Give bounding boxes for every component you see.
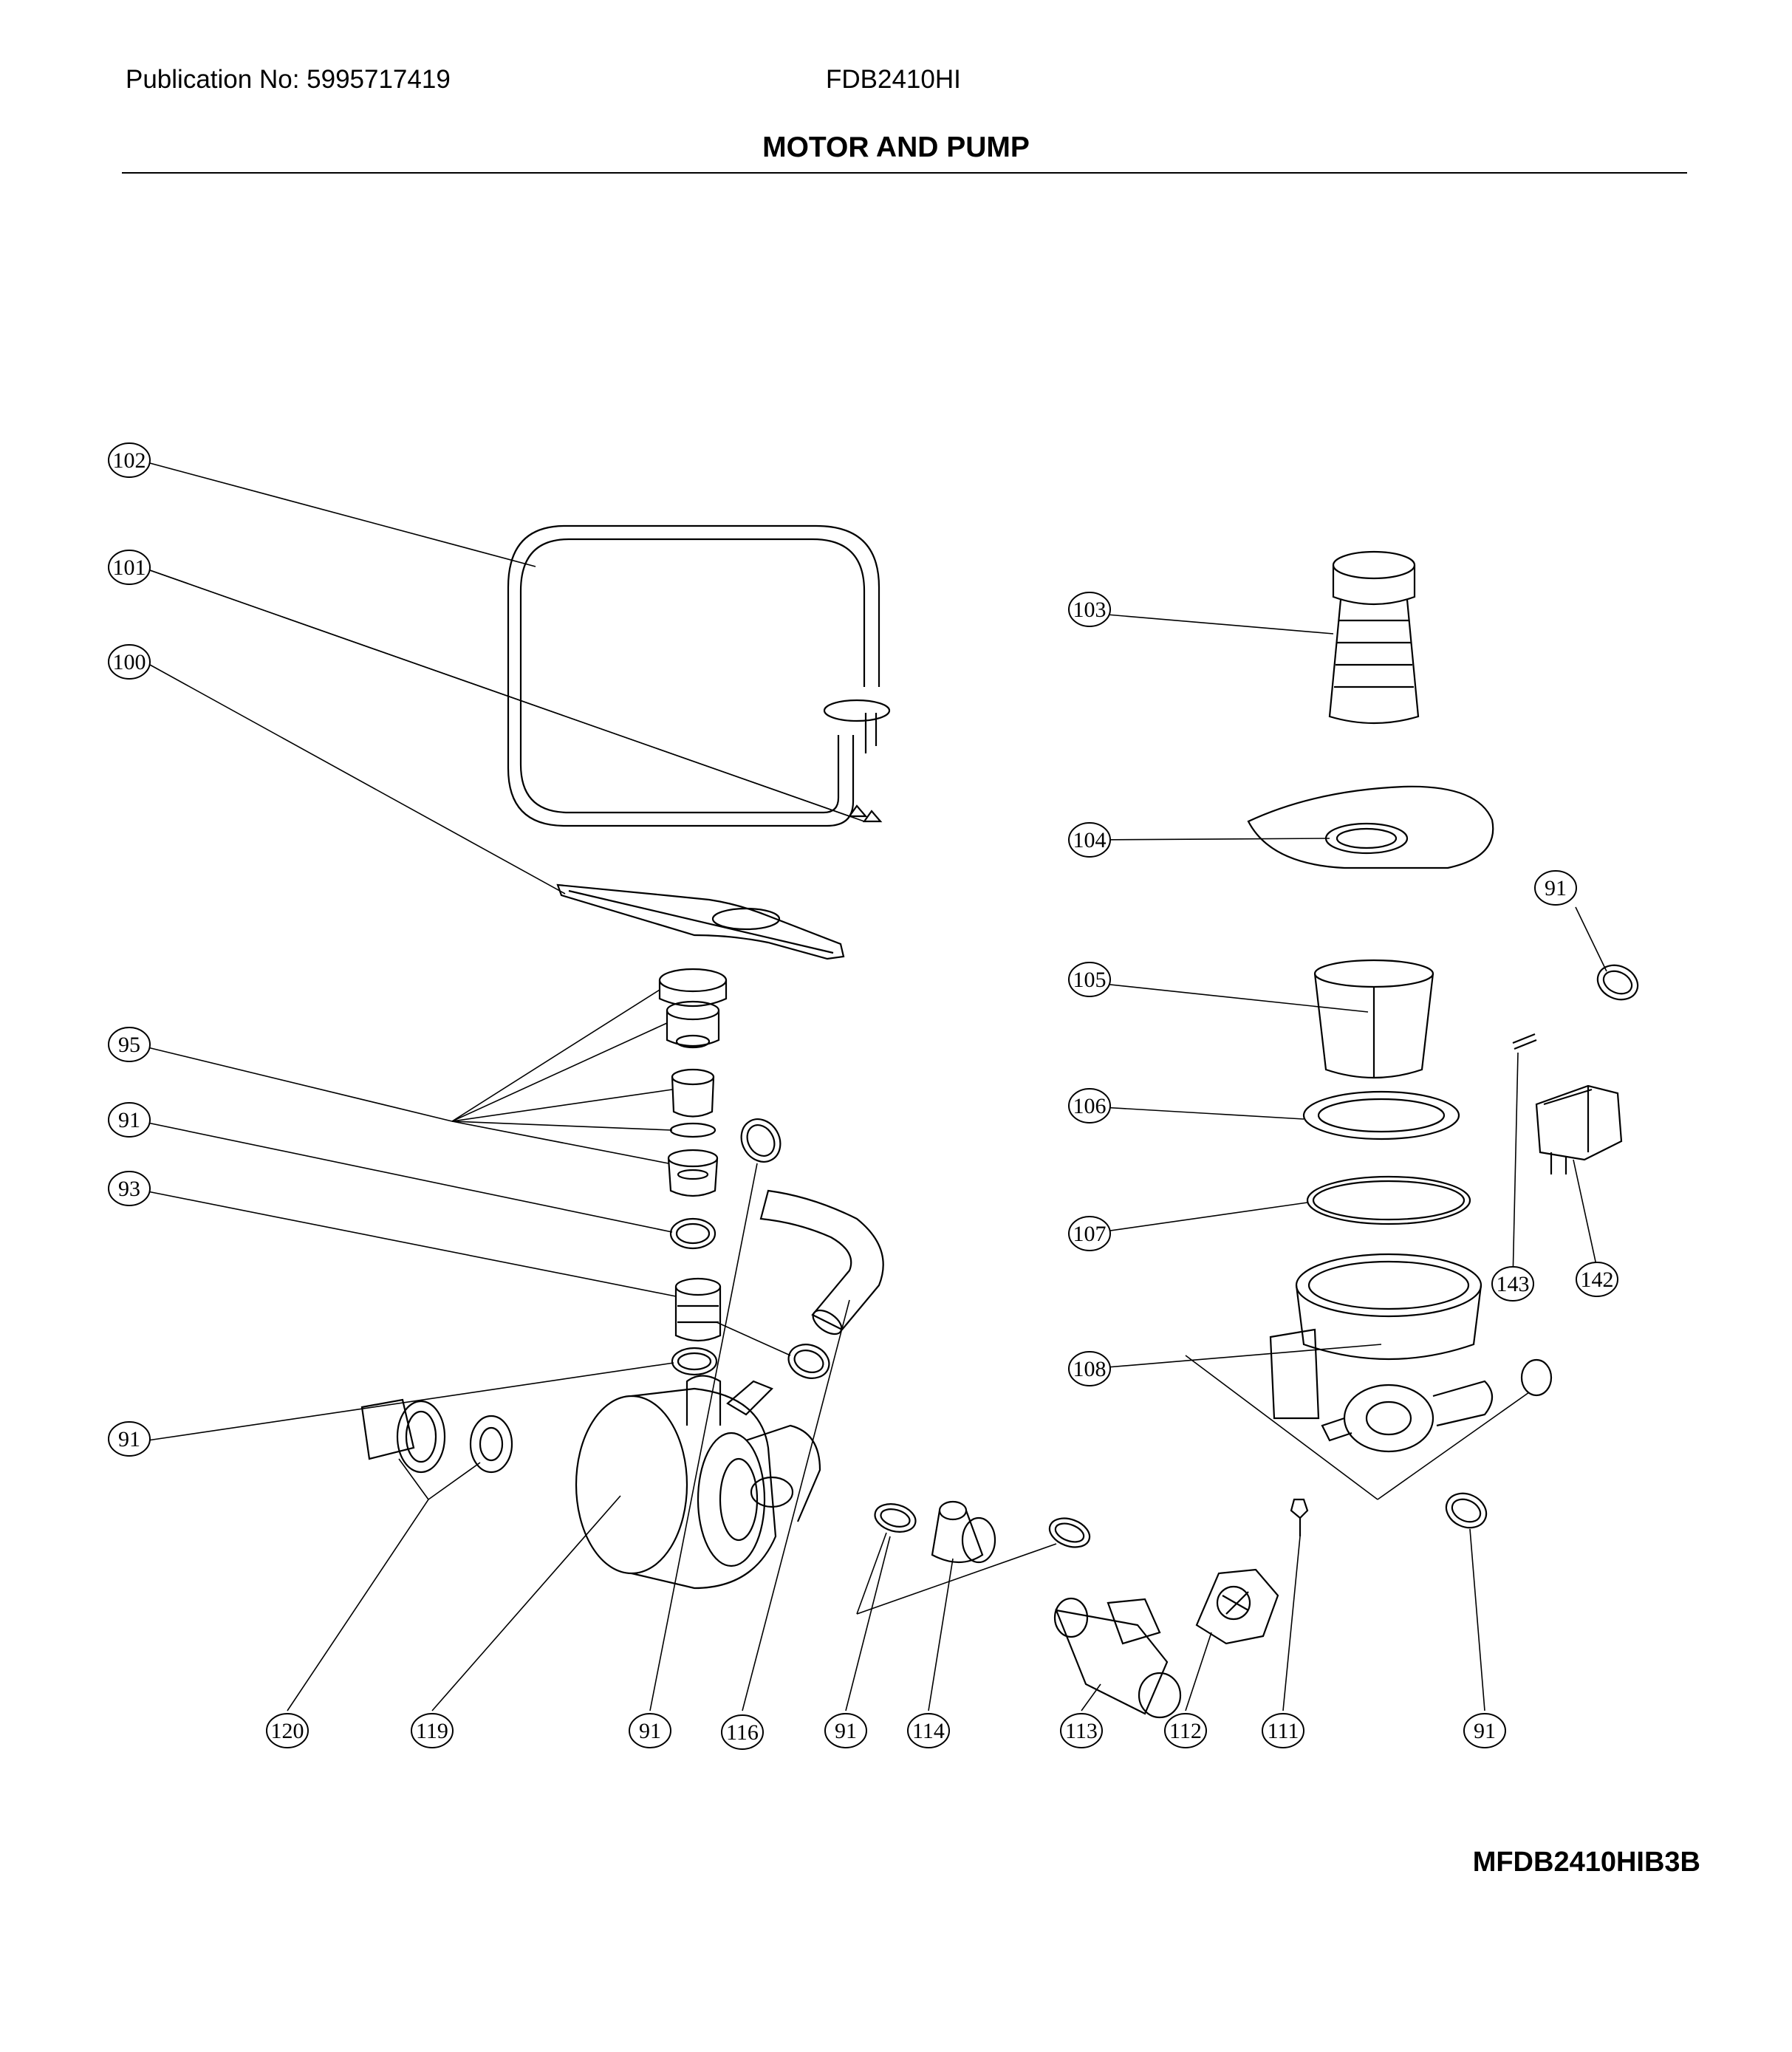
svg-text:101: 101 <box>113 555 146 580</box>
callout-95: 95 <box>108 1027 151 1062</box>
part-93-coupling <box>674 1277 722 1342</box>
part-91-clamp-6 <box>1048 1517 1091 1548</box>
diagram-code: MFDB2410HIB3B <box>1472 1847 1700 1878</box>
svg-text:120: 120 <box>271 1719 304 1743</box>
svg-text:91: 91 <box>639 1719 661 1743</box>
callout-104: 104 <box>1068 822 1111 858</box>
svg-text:91: 91 <box>1474 1719 1496 1743</box>
part-104-filter-plate <box>1247 785 1494 869</box>
part-95-support-stack <box>658 968 728 1197</box>
part-111-screw <box>1290 1498 1309 1536</box>
callout-91-e: 91 <box>824 1713 867 1748</box>
svg-text:91: 91 <box>118 1427 140 1451</box>
callout-102: 102 <box>108 442 151 478</box>
callout-91-c: 91 <box>1534 870 1577 906</box>
callout-112: 112 <box>1164 1713 1207 1748</box>
svg-text:143: 143 <box>1497 1272 1530 1296</box>
svg-text:112: 112 <box>1169 1719 1202 1743</box>
svg-text:114: 114 <box>912 1719 945 1743</box>
svg-text:93: 93 <box>118 1177 140 1201</box>
callout-100: 100 <box>108 644 151 680</box>
part-113-valve <box>1053 1597 1182 1719</box>
svg-text:91: 91 <box>1545 876 1567 900</box>
svg-text:113: 113 <box>1065 1719 1098 1743</box>
header-divider <box>122 172 1687 174</box>
callout-108: 108 <box>1068 1351 1111 1386</box>
part-103-filter <box>1328 550 1420 725</box>
svg-text:108: 108 <box>1073 1357 1107 1381</box>
callout-119: 119 <box>411 1713 454 1748</box>
callout-111: 111 <box>1262 1713 1304 1748</box>
part-91-clamp <box>669 1217 717 1250</box>
part-119-pump-motor <box>575 1375 821 1590</box>
callout-103: 103 <box>1068 592 1111 627</box>
part-105-micro-filter <box>1313 959 1434 1079</box>
svg-text:104: 104 <box>1073 828 1107 852</box>
part-106-filter-ring <box>1302 1090 1460 1140</box>
callout-120: 120 <box>266 1713 309 1748</box>
svg-text:106: 106 <box>1073 1094 1107 1118</box>
svg-text:111: 111 <box>1268 1719 1299 1743</box>
part-91-clamp-8 <box>1445 1492 1488 1529</box>
part-100-lower-spray-arm <box>556 883 845 960</box>
svg-text:103: 103 <box>1073 598 1107 622</box>
part-91-clamp-2 <box>671 1347 718 1376</box>
part-143-screw <box>1512 1033 1537 1050</box>
svg-text:107: 107 <box>1073 1222 1107 1246</box>
svg-text:100: 100 <box>113 650 146 674</box>
svg-text:95: 95 <box>118 1033 140 1057</box>
publication-number: Publication No: 5995717419 <box>126 65 451 94</box>
callout-91-d: 91 <box>629 1713 671 1748</box>
svg-text:119: 119 <box>416 1719 448 1743</box>
callout-91-a: 91 <box>108 1102 151 1138</box>
part-91-clamp-7 <box>1596 964 1639 1001</box>
leader-lines <box>147 462 1607 1711</box>
part-116-hose <box>759 1189 884 1335</box>
svg-text:142: 142 <box>1581 1268 1614 1292</box>
part-120-air-break <box>360 1398 513 1474</box>
callout-142: 142 <box>1576 1262 1618 1297</box>
part-112-diverter <box>1195 1568 1279 1645</box>
part-108-sump <box>1269 1253 1553 1453</box>
part-102-water-tube <box>507 524 891 827</box>
svg-text:91: 91 <box>835 1719 857 1743</box>
callout-101: 101 <box>108 550 151 585</box>
callout-143: 143 <box>1491 1266 1534 1302</box>
svg-text:102: 102 <box>113 448 146 473</box>
part-91-clamp-5 <box>874 1503 917 1533</box>
part-91-clamp-4 <box>787 1344 830 1379</box>
part-142-pressure-switch <box>1535 1084 1623 1174</box>
callout-114: 114 <box>907 1713 950 1748</box>
svg-text:91: 91 <box>118 1108 140 1132</box>
part-107-gasket <box>1306 1175 1471 1225</box>
callout-91-f: 91 <box>1463 1713 1506 1748</box>
callout-93: 93 <box>108 1171 151 1206</box>
part-114-coupling <box>931 1500 996 1564</box>
page-title: MOTOR AND PUMP <box>762 131 1030 163</box>
svg-text:105: 105 <box>1073 968 1107 992</box>
callout-91-b: 91 <box>108 1421 151 1457</box>
callout-113: 113 <box>1060 1713 1103 1748</box>
callout-105: 105 <box>1068 962 1111 997</box>
model-number: FDB2410HI <box>826 65 961 94</box>
svg-text:116: 116 <box>726 1720 759 1745</box>
callout-106: 106 <box>1068 1088 1111 1124</box>
callout-107: 107 <box>1068 1216 1111 1251</box>
callout-116: 116 <box>721 1714 764 1750</box>
part-91-clamp-3 <box>740 1118 782 1163</box>
